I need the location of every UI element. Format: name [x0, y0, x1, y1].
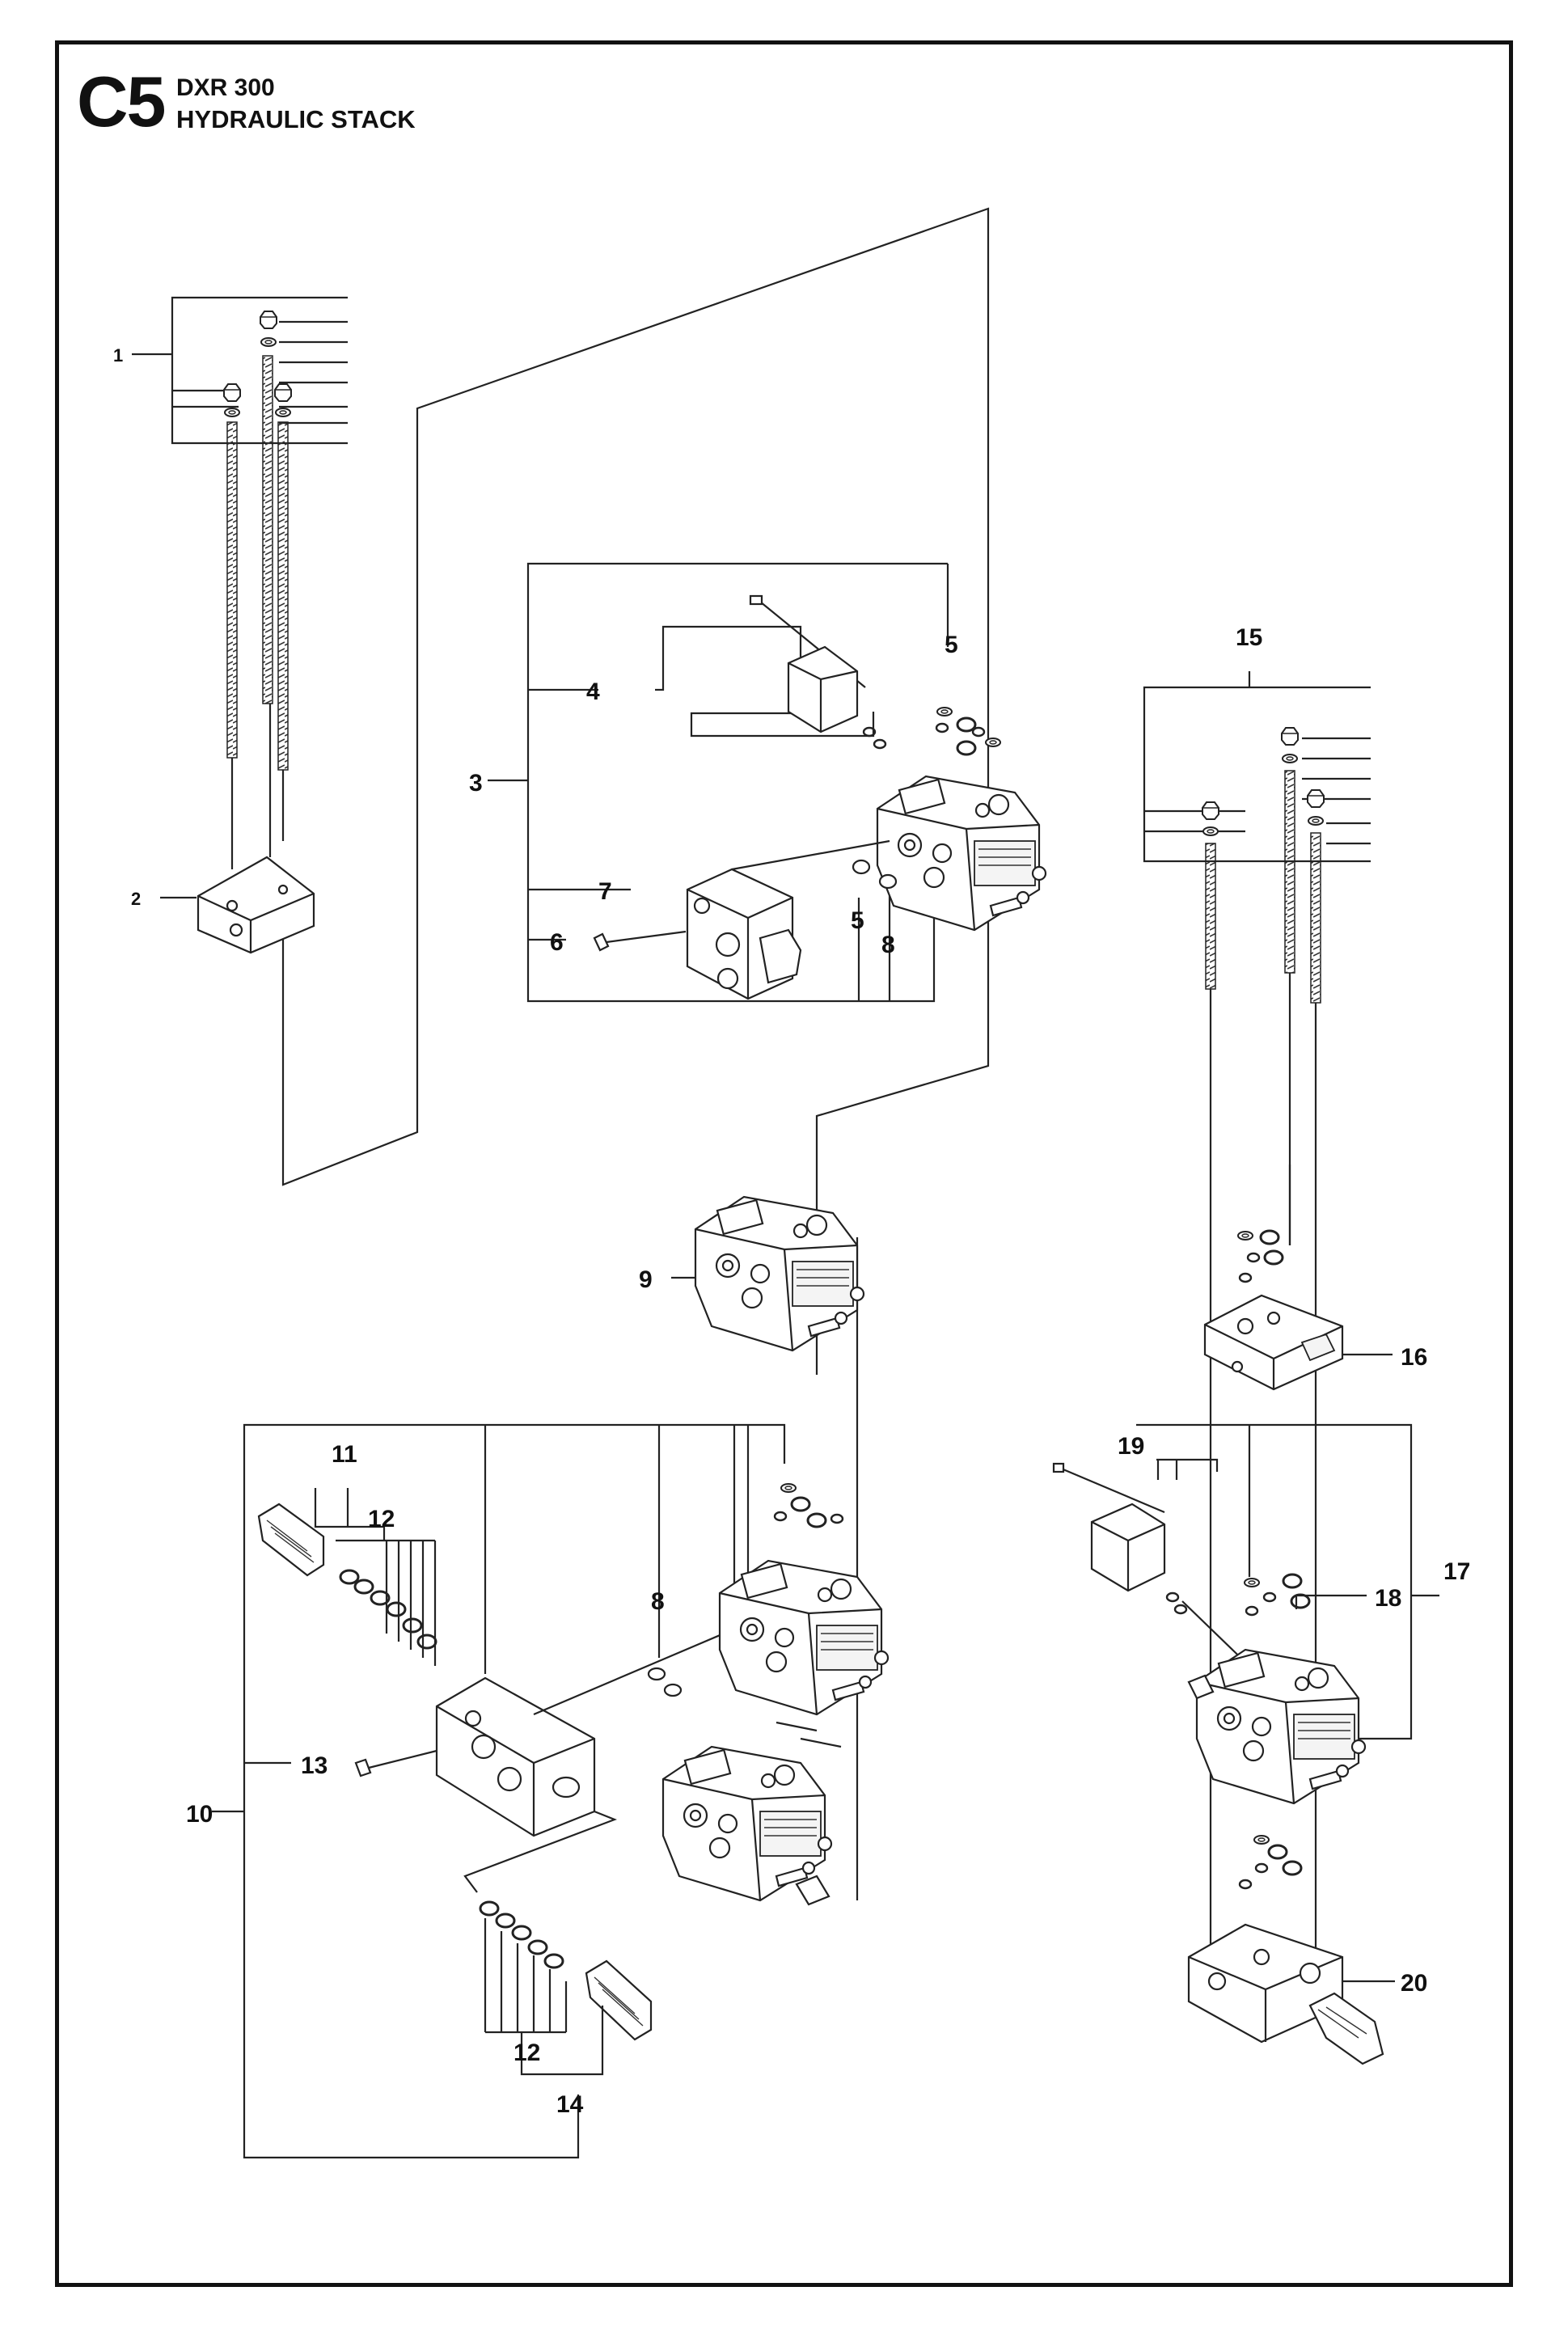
callout-4: 4 — [586, 678, 600, 705]
valve-assembly-item-10 — [212, 1423, 890, 2159]
valve-section-item-3 — [488, 562, 1047, 1003]
callout-13: 13 — [301, 1752, 328, 1779]
tie-rod-kit-item-15 — [1143, 671, 1371, 1973]
callout-11: 11 — [332, 1441, 357, 1468]
outlet-plate-item-20 — [1187, 1835, 1395, 2065]
section-code: C5 — [77, 61, 166, 142]
end-plate-item-2 — [160, 207, 990, 1375]
valve-section-item-9 — [671, 1195, 865, 1900]
callout-8a: 8 — [881, 932, 895, 958]
inlet-plate-item-16 — [1203, 1164, 1393, 1391]
drawing-frame — [55, 40, 1513, 2287]
callout-12b: 12 — [514, 2039, 540, 2066]
callout-7: 7 — [598, 878, 612, 905]
callout-8b: 8 — [651, 1588, 665, 1615]
callout-3: 3 — [469, 770, 483, 797]
callout-9: 9 — [639, 1266, 653, 1293]
callout-2: 2 — [131, 889, 141, 909]
callout-18: 18 — [1375, 1585, 1401, 1612]
callout-16: 16 — [1401, 1344, 1427, 1371]
callout-19: 19 — [1118, 1433, 1144, 1460]
callout-12a: 12 — [368, 1506, 395, 1532]
model-name: DXR 300 — [176, 74, 275, 101]
page-title: HYDRAULIC STACK — [176, 105, 416, 133]
callout-5a: 5 — [945, 632, 958, 658]
callout-labels: 1 2 3 4 5 5 6 7 8 9 10 11 12 8 13 12 14 … — [113, 345, 1470, 2118]
valve-section-item-17 — [1052, 1423, 1439, 1805]
callout-14: 14 — [556, 2091, 584, 2118]
callout-1: 1 — [113, 345, 123, 366]
callout-20: 20 — [1401, 1970, 1427, 1997]
callout-17: 17 — [1443, 1558, 1470, 1585]
callout-10: 10 — [186, 1801, 213, 1828]
callout-15: 15 — [1236, 624, 1262, 651]
callout-5b: 5 — [851, 907, 864, 934]
callout-6: 6 — [550, 929, 564, 956]
tie-rod-kit-item-1 — [132, 296, 348, 771]
